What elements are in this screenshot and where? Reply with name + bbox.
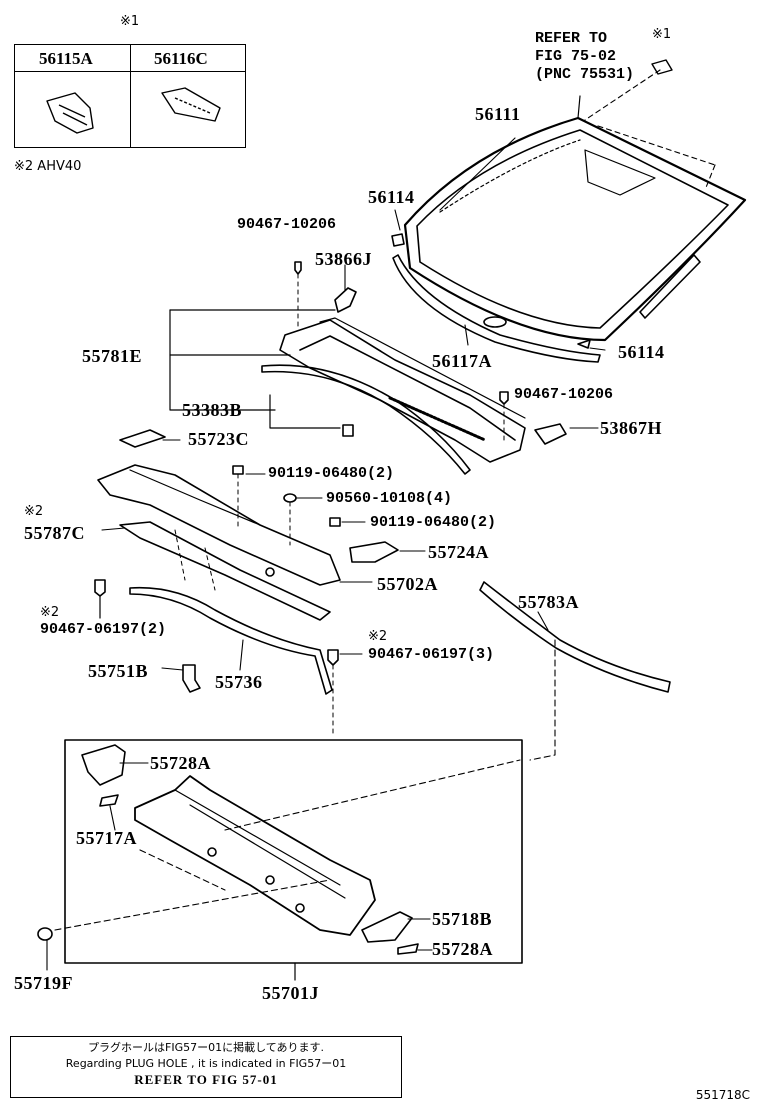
label-90467-10206-upper: 90467-10206 (237, 216, 337, 233)
label-55751B: 55751B (88, 661, 149, 681)
label-55781E: 55781E (82, 346, 143, 366)
label-90119-06480-lower: 90119-06480(2) (370, 514, 497, 531)
refer-top-line1: REFER TO (535, 30, 608, 47)
refer-top: REFER TO FIG 75-02 (PNC 75531) (535, 30, 634, 84)
label-56111: 56111 (475, 104, 521, 124)
note-line-ref: REFER TO FIG 57-01 (134, 1072, 278, 1087)
label-55717A: 55717A (76, 828, 137, 848)
label-90467-06197-left: 90467-06197(2) (40, 621, 167, 638)
label-56114-upper: 56114 (368, 187, 415, 207)
label-53866J: 53866J (315, 249, 372, 269)
label-90119-06480-upper: 90119-06480(2) (268, 465, 395, 482)
note-line-jp: プラグホールはFIG57ー01に掲載してあります. (88, 1041, 324, 1054)
label-90467-06197-right: 90467-06197(3) (368, 646, 495, 663)
label-53383B: 53383B (182, 400, 243, 420)
label-55702A: 55702A (377, 574, 438, 594)
label-56114-lower: 56114 (618, 342, 665, 362)
label-90467-10206-lower: 90467-10206 (514, 386, 614, 403)
inset-col2: 56116C (154, 49, 208, 68)
label-55728A-upper: 55728A (150, 753, 211, 773)
label-55719F: 55719F (14, 973, 73, 993)
refer-top-line2: FIG 75-02 (535, 48, 617, 65)
mark-2-90467-left: ※2 (40, 605, 60, 620)
mark-1-clip: ※1 (652, 27, 672, 42)
inset-mark: ※1 (120, 14, 140, 29)
label-53867H: 53867H (600, 418, 663, 438)
mark-2-90467-right: ※2 (368, 629, 388, 644)
label-55724A: 55724A (428, 542, 489, 562)
label-55718B: 55718B (432, 909, 493, 929)
inset-clip-drawings (46, 87, 221, 134)
plug-hole-note: プラグホールはFIG57ー01に掲載してあります. Regarding PLUG… (10, 1036, 402, 1098)
note-line-en: Regarding PLUG HOLE , it is indicated in… (65, 1057, 347, 1070)
label-55701J: 55701J (262, 983, 319, 1003)
label-90560-10108: 90560-10108(4) (326, 490, 453, 507)
label-55728A-lower: 55728A (432, 939, 493, 959)
inset-divider-v (130, 45, 131, 147)
label-55787C: 55787C (24, 523, 85, 543)
refer-top-line3: (PNC 75531) (535, 66, 635, 83)
label-55783A: 55783A (518, 592, 579, 612)
label-55723C: 55723C (188, 429, 249, 449)
windshield-glass (403, 95, 747, 342)
inset-note: ※2 AHV40 (14, 159, 82, 174)
inset-col1: 56115A (39, 49, 93, 68)
figure-code: 551718C (695, 1088, 750, 1102)
label-56117A: 56117A (432, 351, 493, 371)
label-55736: 55736 (215, 672, 263, 692)
mark-2-55787C: ※2 (24, 504, 44, 519)
inset-parts-table: 56115A 56116C (14, 44, 246, 148)
